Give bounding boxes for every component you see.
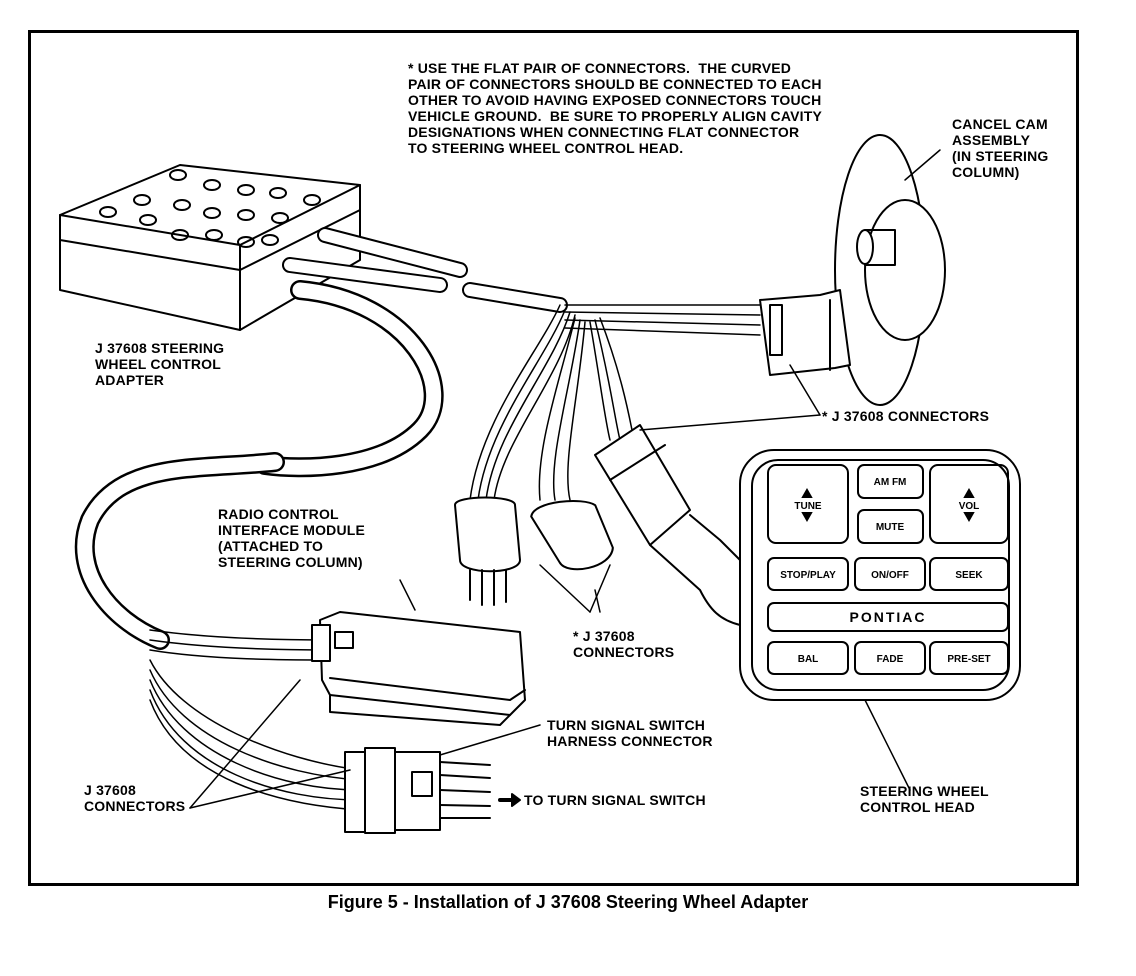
fade-button: FADE [877,654,904,665]
seek-button: SEEK [955,570,983,581]
main-harness-loop [74,280,444,650]
on-off-button: ON/OFF [871,570,909,581]
label-connectors-left: J 37608 CONNECTORS [84,782,186,814]
tune-arrows-icon [801,487,813,523]
figure-caption: Figure 5 - Installation of J 37608 Steer… [327,892,809,912]
arrow-head-icon [511,793,521,807]
label-radio-module: RADIO CONTROL INTERFACE MODULE (ATTACHED… [218,506,366,570]
steering-wheel-control-head [739,449,1021,701]
adapter-box [59,164,361,331]
center-connectors [454,424,741,626]
label-connectors-right: * J 37608 CONNECTORS [822,408,990,424]
mute-button: MUTE [876,522,905,533]
center-wires [469,304,761,501]
vol-button: VOL [959,501,980,512]
leader-lines [189,149,941,809]
stop-play-button: STOP/PLAY [780,570,836,581]
control-head-button-labels: TUNE AM FM MUTE VOL STOP/PLAY ON/OFF SEE… [780,477,990,665]
label-turn-signal-harness: TURN SIGNAL SWITCH HARNESS CONNECTOR [547,717,713,749]
adapter-harness-stubs [282,227,568,313]
label-adapter: J 37608 STEERING WHEEL CONTROL ADAPTER [95,340,225,388]
radio-control-module [311,611,526,726]
label-control-head: STEERING WHEEL CONTROL HEAD [860,783,989,815]
cancel-cam-assembly [759,134,946,406]
vol-arrows-icon [963,487,975,523]
connector-note: * USE THE FLAT PAIR OF CONNECTORS. THE C… [408,60,823,156]
am-fm-button: AM FM [874,477,907,488]
pre-set-button: PRE-SET [947,654,990,665]
diagram-frame [28,30,1079,886]
label-connectors-mid: * J 37608 CONNECTORS [573,628,675,660]
tune-button: TUNE [794,501,822,512]
turn-signal-connector [344,747,491,834]
label-cancel-cam: CANCEL CAM ASSEMBLY (IN STEERING COLUMN) [952,116,1049,180]
bal-button: BAL [798,654,819,665]
label-to-turn-signal: TO TURN SIGNAL SWITCH [524,792,706,808]
pontiac-logo: PONTIAC [850,609,927,625]
